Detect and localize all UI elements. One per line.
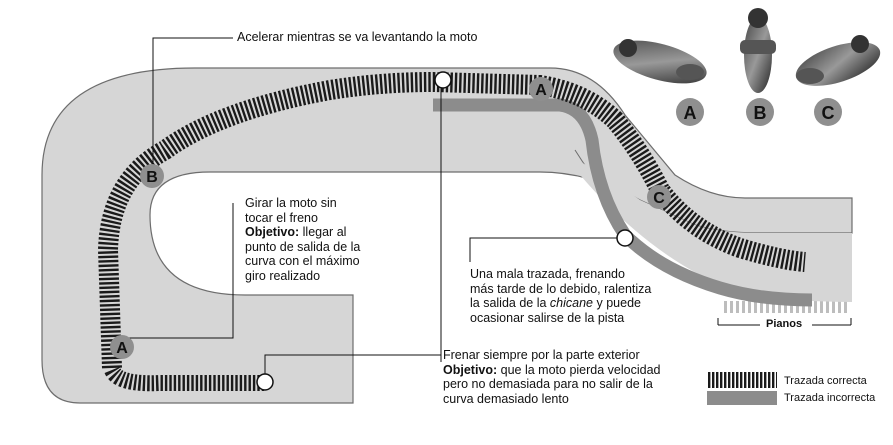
track-lower-right-fill xyxy=(560,150,852,302)
note-brake-line3: pero no demasiada para no salir de la xyxy=(443,377,653,392)
legend-incorrect-label: Trazada incorrecta xyxy=(784,392,876,404)
marker-a-upper-label: A xyxy=(535,82,547,99)
start-point-circle xyxy=(434,71,452,89)
correct-trajectory-lower xyxy=(104,365,265,392)
note-bad-line-line3-em: chicane xyxy=(549,296,594,311)
rider-c-illustration xyxy=(795,35,881,86)
piano-tick xyxy=(754,301,757,313)
piano-tick xyxy=(742,301,745,313)
piano-tick xyxy=(844,301,847,313)
leader-bad-line xyxy=(469,237,625,262)
note-turn-line3: Objetivo: llegar al xyxy=(245,225,360,240)
note-bad-line-line3-pre: la salida de la xyxy=(470,296,550,311)
pianos-label: Pianos xyxy=(766,318,803,330)
rider-b-illustration xyxy=(740,8,776,93)
note-turn: Girar la moto sin tocar el freno Objetiv… xyxy=(245,196,360,284)
note-brake-objective-label: Objetivo: xyxy=(443,362,498,377)
rider-label-b: B xyxy=(746,98,774,126)
leader-brake-bottom xyxy=(264,354,441,378)
note-turn-line6: giro realizado xyxy=(245,268,321,283)
rider-label-a-text: A xyxy=(684,103,697,123)
note-bad-line-line4: ocasionar salirse de la pista xyxy=(470,310,625,325)
piano-tick xyxy=(814,301,817,313)
note-brake-line2: Objetivo: que la moto pierda velocidad xyxy=(443,363,660,378)
pianos-kerb xyxy=(722,301,850,313)
leader-lines xyxy=(122,37,625,378)
note-bad-line-line2: más tarde de lo debido, ralentiza xyxy=(470,281,652,296)
rider-label-a: A xyxy=(676,98,704,126)
track-surface xyxy=(41,67,853,404)
piano-tick xyxy=(808,301,811,313)
note-turn-objective-label: Objetivo: xyxy=(245,225,300,240)
piano-tick xyxy=(790,301,793,313)
piano-tick xyxy=(748,301,751,313)
leader-turn xyxy=(122,203,234,339)
piano-tick xyxy=(784,301,787,313)
rider-label-b-text: B xyxy=(754,103,767,123)
marker-c-right: C xyxy=(647,185,671,209)
note-turn-line4: punto de salida de la xyxy=(245,239,361,254)
note-bad-line: Una mala trazada, frenando más tarde de … xyxy=(470,267,651,325)
note-brake: Frenar siempre por la parte exterior Obj… xyxy=(443,348,660,406)
note-turn-line5: curva con el máximo xyxy=(245,254,360,269)
rider-a-illustration xyxy=(613,39,707,84)
piano-tick xyxy=(724,301,727,313)
rider-label-c-text: C xyxy=(822,103,835,123)
marker-c-right-label: C xyxy=(653,190,665,207)
marker-a-lower-label: A xyxy=(116,340,128,357)
note-accelerate-text: Acelerar mientras se va levantando la mo… xyxy=(237,30,478,44)
marker-b-left-label: B xyxy=(146,169,158,186)
note-brake-line4: curva demasiado lento xyxy=(443,391,569,406)
note-turn-objective-text: llegar al xyxy=(299,225,347,240)
note-accelerate: Acelerar mientras se va levantando la mo… xyxy=(237,30,477,45)
note-turn-line2: tocar el freno xyxy=(245,210,318,225)
piano-tick xyxy=(796,301,799,313)
piano-tick xyxy=(760,301,763,313)
marker-a-upper: A xyxy=(529,77,553,101)
note-bad-line-line1: Una mala trazada, frenando xyxy=(470,267,625,281)
piano-tick xyxy=(778,301,781,313)
note-bad-line-line3-post: y puede xyxy=(593,296,641,311)
piano-tick xyxy=(730,301,733,313)
piano-tick xyxy=(826,301,829,313)
note-turn-line1: Girar la moto sin xyxy=(245,196,337,210)
piano-tick xyxy=(772,301,775,313)
leader-accelerate xyxy=(152,37,233,165)
piano-tick xyxy=(736,301,739,313)
marker-a-lower: A xyxy=(110,335,134,359)
note-bad-line-line3: la salida de la chicane y puede xyxy=(470,296,651,311)
rider-label-c: C xyxy=(814,98,842,126)
legend-correct-label: Trazada correcta xyxy=(784,375,867,387)
legend-incorrect-swatch xyxy=(707,391,777,405)
piano-tick xyxy=(802,301,805,313)
piano-tick xyxy=(832,301,835,313)
piano-tick xyxy=(820,301,823,313)
legend-correct-swatch xyxy=(707,372,777,388)
piano-tick xyxy=(766,301,769,313)
note-brake-line1: Frenar siempre por la parte exterior xyxy=(443,348,640,362)
note-brake-objective-text: que la moto pierda velocidad xyxy=(497,362,661,377)
brake-point-circle xyxy=(256,373,274,391)
marker-b-left: B xyxy=(140,164,164,188)
bad-line-point-circle xyxy=(616,229,634,247)
piano-tick xyxy=(838,301,841,313)
